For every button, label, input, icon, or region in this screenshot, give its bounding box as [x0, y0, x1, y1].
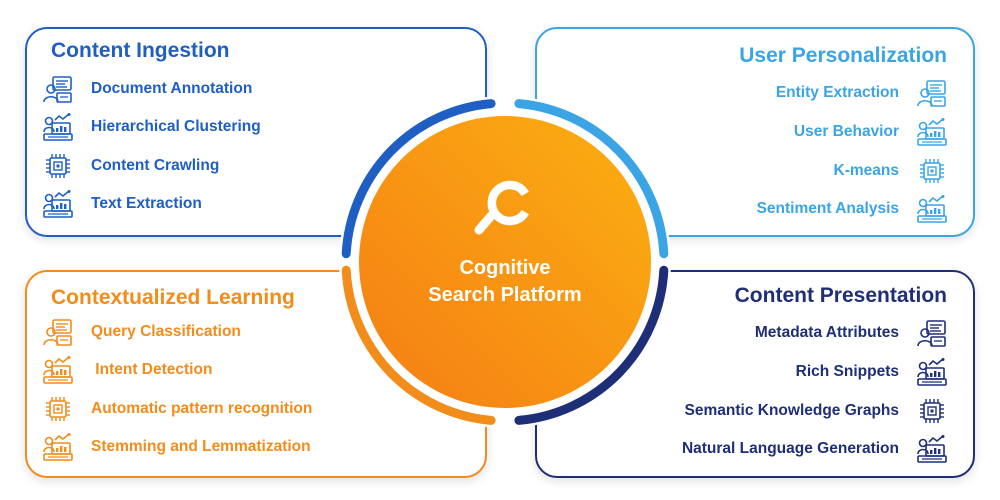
hub-title-line-1: Cognitive [459, 257, 551, 279]
content-presentation-item: Natural Language Generation [682, 434, 947, 464]
document-annotation-icon [917, 78, 947, 108]
content-presentation-item-label: Metadata Attributes [754, 324, 899, 341]
user-personalization-item: Sentiment Analysis [757, 194, 947, 224]
content-ingestion-item: Document Annotation [43, 74, 252, 104]
contextualized-learning-item-label: Automatic pattern recognition [91, 400, 313, 417]
content-ingestion-item: Text Extraction [43, 189, 202, 219]
analytics-person-icon [43, 432, 73, 462]
content-presentation-item: Rich Snippets [796, 357, 947, 387]
contextualized-learning-item: Intent Detection [43, 355, 212, 385]
hub-title-line-2: Search Platform [428, 284, 582, 306]
content-ingestion-item-label: Content Crawling [91, 157, 220, 174]
user-personalization-title: User Personalization [739, 44, 947, 67]
contextualized-learning-title: Contextualized Learning [51, 286, 295, 309]
contextualized-learning-item-label: Stemming and Lemmatization [91, 438, 311, 455]
chip-icon [43, 151, 73, 181]
user-personalization-item-label: User Behavior [793, 123, 899, 140]
user-personalization-item-label: K-means [833, 162, 899, 179]
content-ingestion-item-label: Text Extraction [91, 195, 202, 212]
contextualized-learning-item-label: Intent Detection [91, 361, 213, 378]
content-presentation-item: Metadata Attributes [755, 318, 947, 348]
contextualized-learning-card: Contextualized Learning Query Classifica… [25, 270, 487, 478]
user-personalization-item: User Behavior [794, 117, 947, 147]
content-presentation-item-label: Rich Snippets [795, 363, 899, 380]
contextualized-learning-item: Query Classification [43, 317, 241, 347]
content-presentation-item: Semantic Knowledge Graphs [685, 396, 947, 426]
analytics-person-icon [917, 117, 947, 147]
document-annotation-icon [43, 74, 73, 104]
analytics-person-icon [43, 189, 73, 219]
document-annotation-icon [43, 317, 73, 347]
contextualized-learning-item: Stemming and Lemmatization [43, 432, 311, 462]
user-personalization-item-label: Sentiment Analysis [756, 200, 899, 217]
analytics-person-icon [43, 112, 73, 142]
analytics-person-icon [917, 194, 947, 224]
user-personalization-card: User Personalization Entity Extraction U… [535, 27, 975, 237]
content-ingestion-item-label: Hierarchical Clustering [91, 118, 261, 135]
content-ingestion-item: Hierarchical Clustering [43, 112, 261, 142]
analytics-person-icon [43, 355, 73, 385]
user-personalization-item-label: Entity Extraction [775, 84, 899, 101]
analytics-person-icon [917, 434, 947, 464]
user-personalization-item: K-means [834, 156, 947, 186]
analytics-person-icon [917, 357, 947, 387]
contextualized-learning-item-label: Query Classification [91, 323, 241, 340]
chip-icon [917, 156, 947, 186]
user-personalization-item: Entity Extraction [776, 78, 947, 108]
content-presentation-item-label: Semantic Knowledge Graphs [684, 402, 899, 419]
chip-icon [43, 394, 73, 424]
content-ingestion-card: Content Ingestion Document Annotation Hi… [25, 27, 487, 237]
content-presentation-item-label: Natural Language Generation [681, 440, 899, 457]
content-presentation-title: Content Presentation [734, 284, 947, 307]
content-ingestion-item-label: Document Annotation [91, 80, 253, 97]
chip-icon [917, 396, 947, 426]
contextualized-learning-item: Automatic pattern recognition [43, 394, 312, 424]
content-ingestion-title: Content Ingestion [51, 39, 230, 62]
content-ingestion-item: Content Crawling [43, 151, 219, 181]
document-annotation-icon [917, 318, 947, 348]
